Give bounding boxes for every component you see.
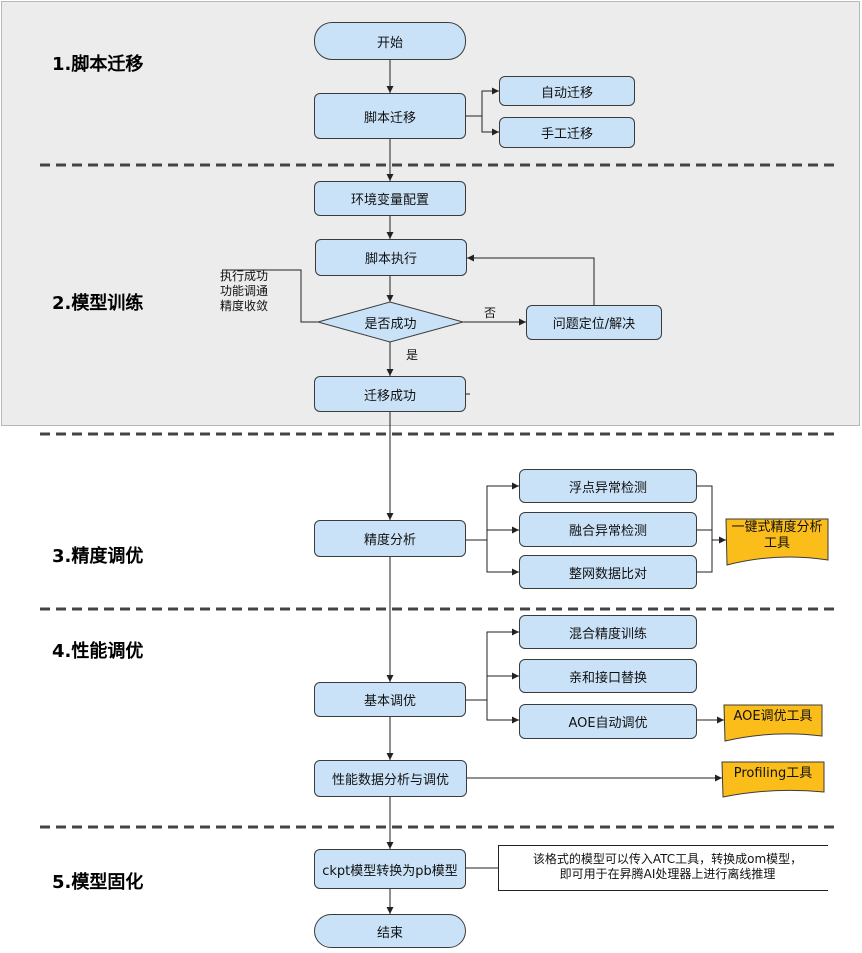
profiling-tool-shape: [721, 761, 825, 798]
perf-analysis-node: 性能数据分析与调优: [314, 760, 467, 797]
success-criteria-line-2: 功能调通: [220, 284, 269, 298]
edge-label-yes: 是: [406, 348, 419, 362]
migration-success-node: 迁移成功: [314, 376, 466, 412]
precision-tool-shape: [725, 518, 829, 566]
is-success-label: 是否成功: [364, 316, 417, 332]
script-migration-node: 脚本迁移: [314, 93, 466, 139]
success-criteria-line-1: 执行成功: [220, 269, 269, 283]
success-criteria-line-3: 精度收敛: [220, 299, 269, 313]
aoe-auto-node: AOE自动调优: [519, 704, 697, 739]
aoe-tool-shape: [723, 704, 823, 742]
precision-analysis-node: 精度分析: [314, 520, 466, 557]
end-node: 结束: [314, 914, 466, 948]
section-title-precision-tuning: 3.精度调优: [52, 546, 144, 567]
basic-tuning-node: 基本调优: [314, 682, 466, 717]
fusion-anomaly-node: 融合异常检测: [519, 512, 697, 547]
success-criteria-note: 执行成功 功能调通 精度收敛: [212, 269, 302, 322]
section-title-script-migration: 1.脚本迁移: [52, 54, 144, 75]
env-config-node: 环境变量配置: [314, 181, 466, 216]
problem-locate-node: 问题定位/解决: [526, 305, 662, 340]
mixed-precision-node: 混合精度训练: [519, 615, 697, 649]
script-exec-node: 脚本执行: [315, 239, 467, 276]
profiling-tool-label: Profiling工具: [733, 766, 813, 781]
om-note-line-1: 该格式的模型可以传入ATC工具，转换成om模型，: [532, 852, 803, 866]
float-anomaly-node: 浮点异常检测: [519, 469, 697, 503]
edge-label-no: 否: [484, 306, 497, 320]
precision-tool-label: 一键式精度分析工具: [731, 520, 823, 551]
auto-migration-node: 自动迁移: [499, 76, 635, 106]
om-note-line-2: 即可用于在昇腾AI处理器上进行离线推理: [559, 867, 776, 881]
affinity-api-node: 亲和接口替换: [519, 659, 697, 693]
start-node: 开始: [314, 22, 466, 60]
aoe-tool-label: AOE调优工具: [733, 709, 813, 724]
section-title-model-freezing: 5.模型固化: [52, 872, 144, 893]
network-compare-node: 整网数据比对: [519, 555, 697, 589]
ckpt-convert-node: ckpt模型转换为pb模型: [314, 849, 466, 889]
om-conversion-note: 该格式的模型可以传入ATC工具，转换成om模型， 即可用于在昇腾AI处理器上进行…: [498, 845, 828, 891]
is-success-decision-diamond: [316, 301, 465, 343]
manual-migration-node: 手工迁移: [499, 117, 635, 148]
section-title-model-training: 2.模型训练: [52, 293, 144, 314]
section-title-performance-tuning: 4.性能调优: [52, 641, 144, 662]
